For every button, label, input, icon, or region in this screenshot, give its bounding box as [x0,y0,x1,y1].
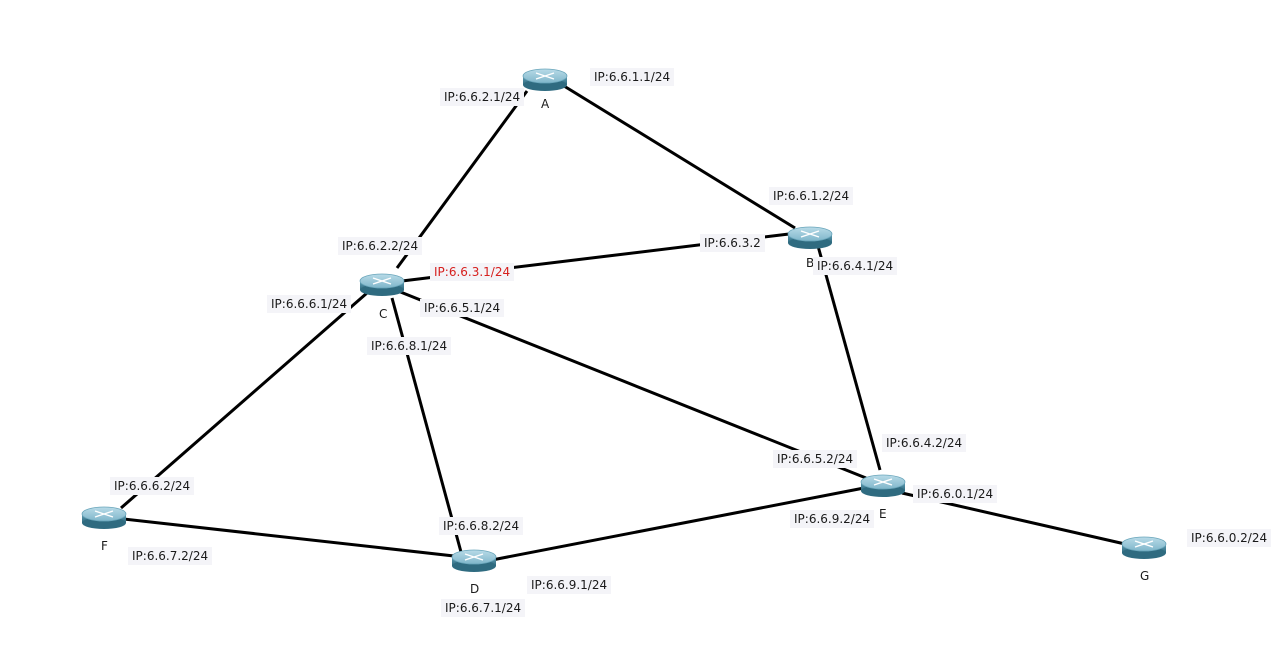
ip-label-b-e: IP:6.6.4.1/24 [813,257,898,275]
router-e-icon[interactable] [860,474,906,497]
router-c-name: C [379,307,388,321]
router-b-icon[interactable] [787,226,833,249]
router-a-icon[interactable] [522,68,568,91]
ip-label-c-a: IP:6.6.2.2/24 [338,237,423,255]
router-e-name: E [879,507,887,521]
ip-label-d-f: IP:6.6.7.1/24 [441,599,526,617]
ip-label-b-a: IP:6.6.1.2/24 [769,187,854,205]
ip-label-a-b: IP:6.6.1.1/24 [590,68,675,86]
ip-label-d-c: IP:6.6.8.2/24 [439,517,524,535]
link-f-d[interactable] [123,517,455,558]
ip-label-c-b: IP:6.6.3.1/24 [430,263,515,281]
ip-label-e-c: IP:6.6.5.2/24 [773,450,858,468]
link-d-e[interactable] [491,486,865,562]
ip-label-e-b: IP:6.6.4.2/24 [882,434,967,452]
ip-label-f-d: IP:6.6.7.2/24 [128,547,213,565]
ip-label-f-c: IP:6.6.6.2/24 [110,477,195,495]
ip-label-e-g: IP:6.6.0.1/24 [913,485,998,503]
ip-label-g-e: IP:6.6.0.2/24 [1187,529,1272,547]
link-a-b[interactable] [563,84,796,230]
link-b-e[interactable] [816,245,882,471]
ip-label-b-c: IP:6.6.3.2 [700,234,765,252]
ip-label-a-c: IP:6.6.2.1/24 [440,88,525,106]
router-c-icon[interactable] [359,273,405,296]
router-g-name: G [1140,569,1150,583]
link-c-e[interactable] [397,289,867,480]
ip-label-e-d: IP:6.6.9.2/24 [790,510,875,528]
router-b-name: B [806,256,815,270]
ip-label-d-e: IP:6.6.9.1/24 [527,576,612,594]
router-f-name: F [101,539,108,553]
ip-label-c-d: IP:6.6.8.1/24 [367,337,452,355]
link-c-f[interactable] [120,291,368,510]
router-d-icon[interactable] [451,549,497,572]
ip-label-c-e: IP:6.6.5.1/24 [420,299,505,317]
router-d-name: D [470,582,480,596]
router-a-name: A [541,97,550,111]
ip-label-c-f: IP:6.6.6.1/24 [267,295,352,313]
router-f-icon[interactable] [81,506,127,529]
router-g-icon[interactable] [1121,536,1167,559]
